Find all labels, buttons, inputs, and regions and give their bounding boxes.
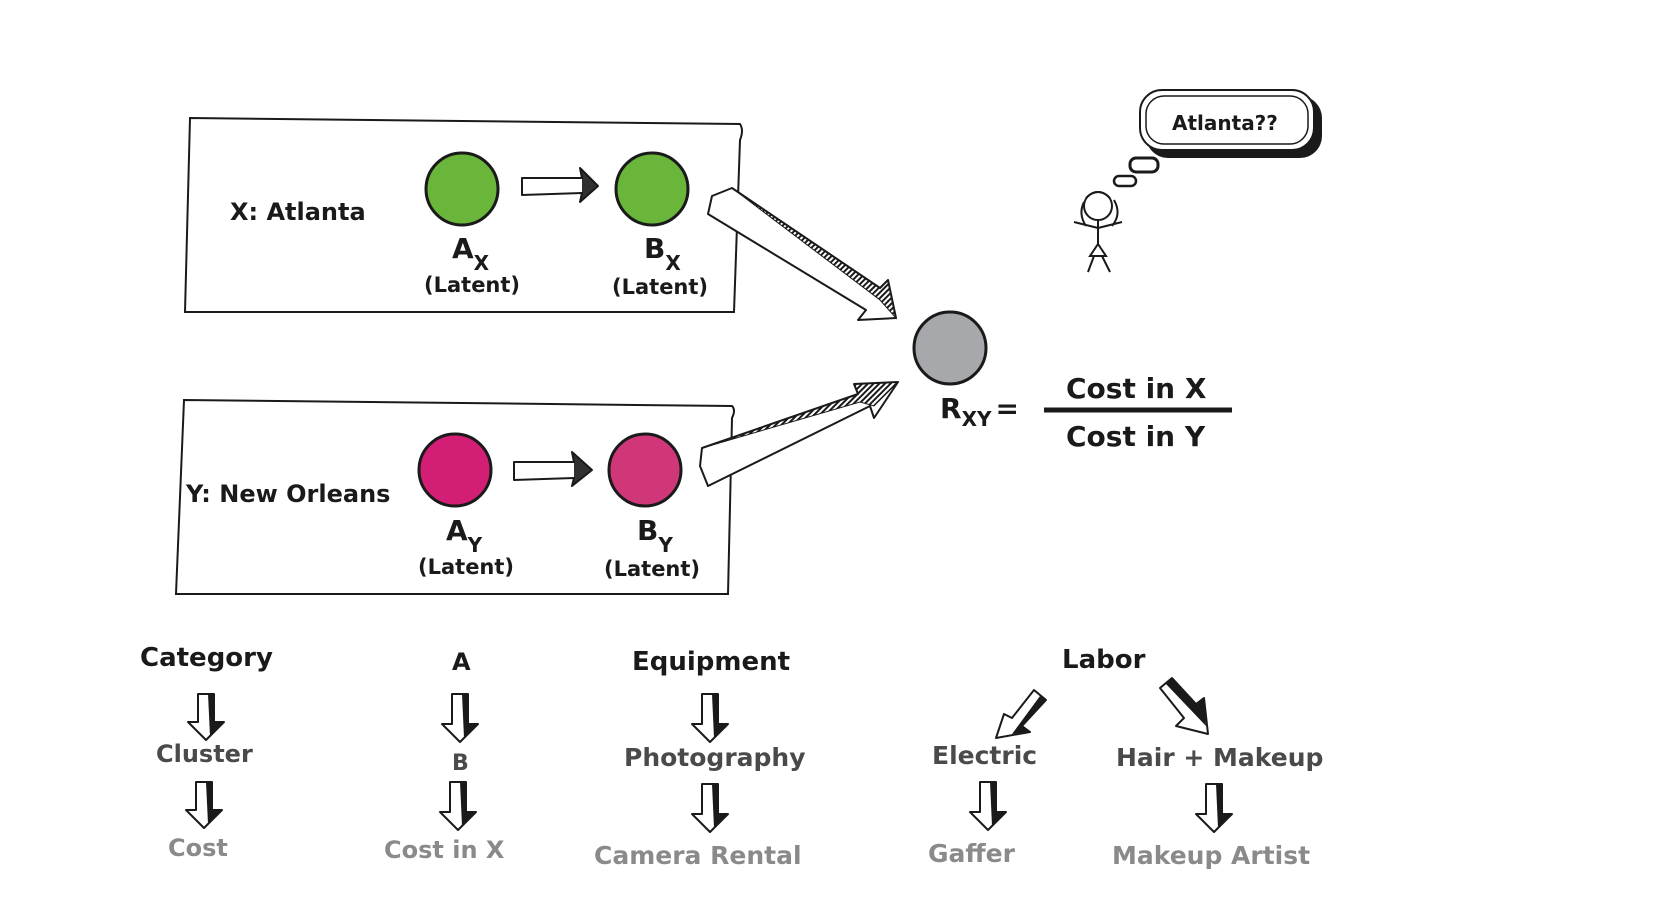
category-mid-label: Cluster xyxy=(156,740,253,768)
category-top-label: Category xyxy=(140,643,273,673)
arrow-bx-to-ratio xyxy=(707,187,897,321)
labor-right-leaf-label: Makeup Artist xyxy=(1112,841,1310,870)
ratio-denominator: Cost in Y xyxy=(1066,420,1206,453)
equipment-top-label: Equipment xyxy=(632,647,790,677)
panel-y: Y: New Orleans AY (Latent) BY (Latent) xyxy=(174,398,735,595)
down-arrow-icon xyxy=(969,781,1007,831)
node-ax-label: AX xyxy=(452,232,490,275)
hierarchy-abstract: A B Cost in X xyxy=(384,648,505,864)
node-ay-label: AY xyxy=(446,514,483,557)
labor-right-mid-label: Hair + Makeup xyxy=(1116,743,1323,772)
equipment-leaf-label: Camera Rental xyxy=(594,841,802,870)
category-leaf-label: Cost xyxy=(168,834,228,862)
arrow-by-to-ratio xyxy=(699,381,900,487)
diagonal-down-left-arrow-icon xyxy=(995,689,1047,739)
panel-x-city-label: X: Atlanta xyxy=(230,198,366,226)
ratio-numerator: Cost in X xyxy=(1066,372,1207,405)
abstract-leaf-label: Cost in X xyxy=(384,836,505,864)
thought-dot-large xyxy=(1128,156,1160,174)
thought-bubble: Atlanta?? xyxy=(1112,89,1322,188)
latent-node-ay xyxy=(417,432,493,508)
node-ax-note: (Latent) xyxy=(424,273,520,297)
ratio-node xyxy=(912,310,988,386)
thought-bubble-text: Atlanta?? xyxy=(1172,111,1278,135)
thought-dot-small xyxy=(1112,174,1138,188)
hierarchy-labor: Labor Electric Gaffer Hair + Makeup Make… xyxy=(928,645,1323,870)
arrow-ax-to-bx xyxy=(521,167,599,203)
panel-x: X: Atlanta AX (Latent) BX (Latent) xyxy=(183,116,743,313)
labor-top-label: Labor xyxy=(1062,645,1146,675)
down-arrow-icon xyxy=(691,693,729,743)
stick-figure-icon xyxy=(1073,191,1123,273)
ratio-formula: RXY= Cost in X Cost in Y xyxy=(940,372,1232,453)
node-by-note: (Latent) xyxy=(604,557,700,581)
down-arrow-icon xyxy=(439,781,477,831)
latent-node-ax xyxy=(424,151,500,227)
abstract-top-label: A xyxy=(452,648,471,676)
diagonal-down-right-arrow-icon xyxy=(1159,677,1209,735)
arrow-ay-to-by xyxy=(513,451,593,487)
down-arrow-icon xyxy=(441,693,479,743)
labor-left-leaf-label: Gaffer xyxy=(928,839,1016,868)
latent-node-by xyxy=(607,432,683,508)
labor-left-mid-label: Electric xyxy=(932,741,1037,770)
node-by-label: BY xyxy=(637,514,673,557)
down-arrow-icon xyxy=(187,693,225,741)
panel-y-city-label: Y: New Orleans xyxy=(185,480,390,508)
down-arrow-icon xyxy=(185,781,223,829)
node-ay-note: (Latent) xyxy=(418,555,514,579)
node-bx-note: (Latent) xyxy=(612,275,708,299)
down-arrow-icon xyxy=(1195,783,1233,833)
latent-node-bx xyxy=(614,151,690,227)
abstract-mid-label: B xyxy=(452,751,469,776)
ratio-symbol: RXY= xyxy=(940,392,1019,431)
hierarchy-equipment: Equipment Photography Camera Rental xyxy=(594,647,806,870)
equipment-mid-label: Photography xyxy=(624,743,806,772)
down-arrow-icon xyxy=(691,783,729,833)
node-bx-label: BX xyxy=(644,232,681,275)
hierarchy-category: Category Cluster Cost xyxy=(140,643,273,862)
